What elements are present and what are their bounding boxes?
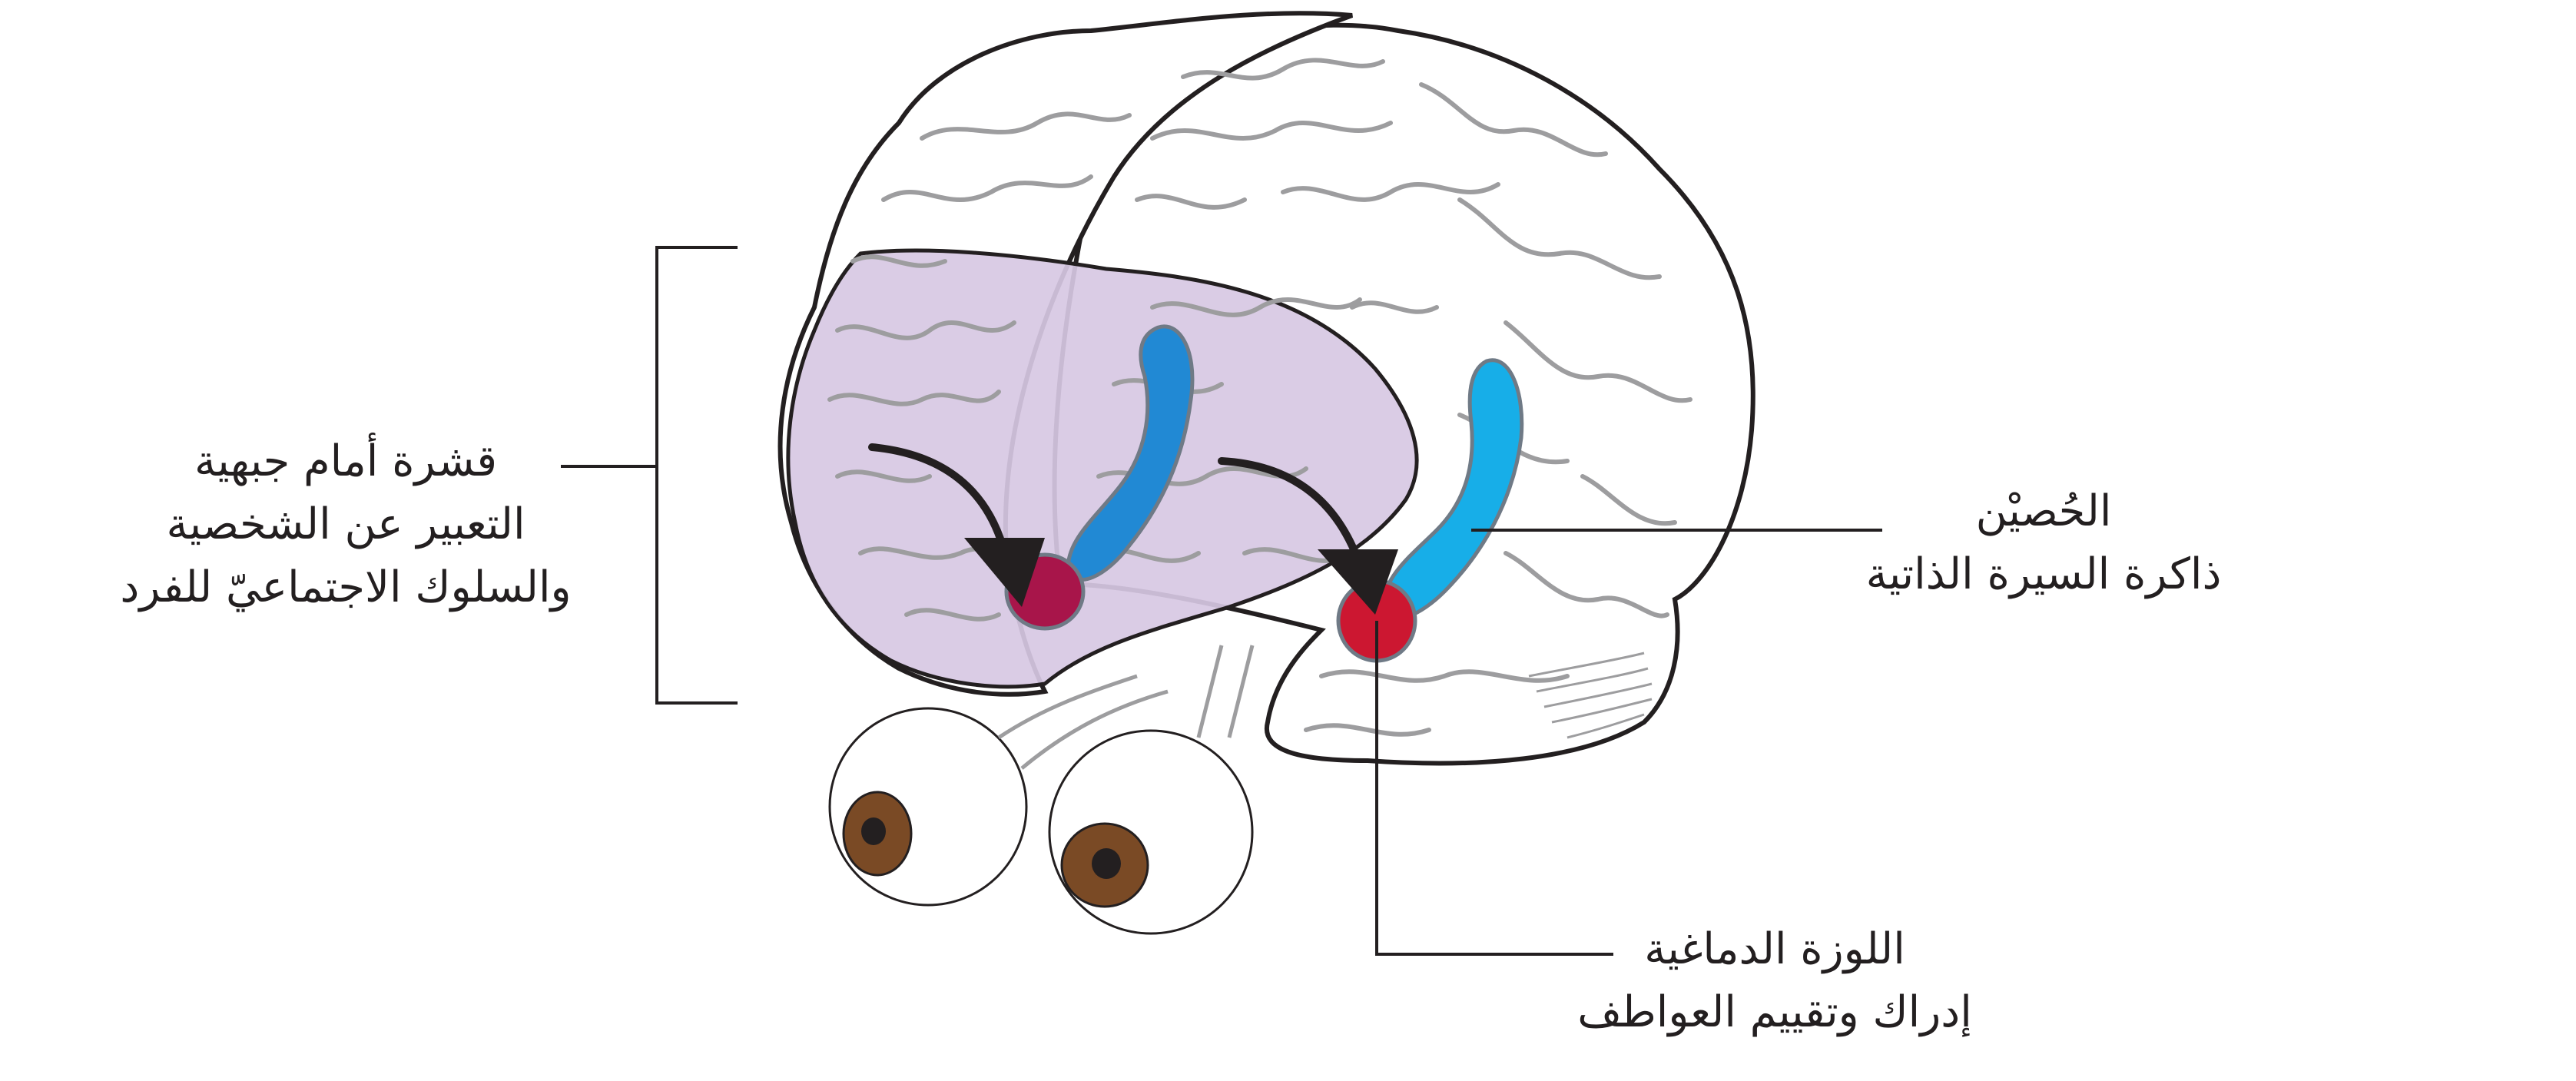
prefrontal-cortex-region xyxy=(786,248,1419,689)
right-eye xyxy=(1048,729,1254,935)
amygdala-title: اللوزة الدماغية xyxy=(1644,924,1905,974)
arrow-right xyxy=(1218,457,1364,569)
hippocampus-title: الحُصيْن xyxy=(1975,486,2112,536)
leader-lines xyxy=(561,246,1882,956)
eyes xyxy=(828,645,1255,935)
left-eye xyxy=(828,707,1028,907)
arrows xyxy=(868,443,1398,615)
cerebellum xyxy=(1528,652,1653,739)
prefrontal-cortex-label: قشرة أمام جبهية التعبير عن الشخصية والسل… xyxy=(46,430,645,619)
amygdala-label: اللوزة الدماغية إدراك وتقييم العواطف xyxy=(1529,918,2021,1044)
hippocampus-desc: ذاكرة السيرة الذاتية xyxy=(1865,549,2222,599)
prefrontal-bracket xyxy=(655,246,738,705)
arrow-left xyxy=(868,443,1006,549)
prefrontal-title: قشرة أمام جبهية xyxy=(194,436,498,486)
prefrontal-desc-2: والسلوك الاجتماعيّ للفرد xyxy=(120,562,572,612)
prefrontal-desc-1: التعبير عن الشخصية xyxy=(166,499,525,549)
amygdala-leader xyxy=(1375,621,1613,956)
optic-nerves xyxy=(997,645,1255,770)
hippocampus-label: الحُصيْن ذاكرة السيرة الذاتية xyxy=(1844,480,2243,606)
amygdala-desc: إدراك وتقييم العواطف xyxy=(1577,987,1972,1037)
